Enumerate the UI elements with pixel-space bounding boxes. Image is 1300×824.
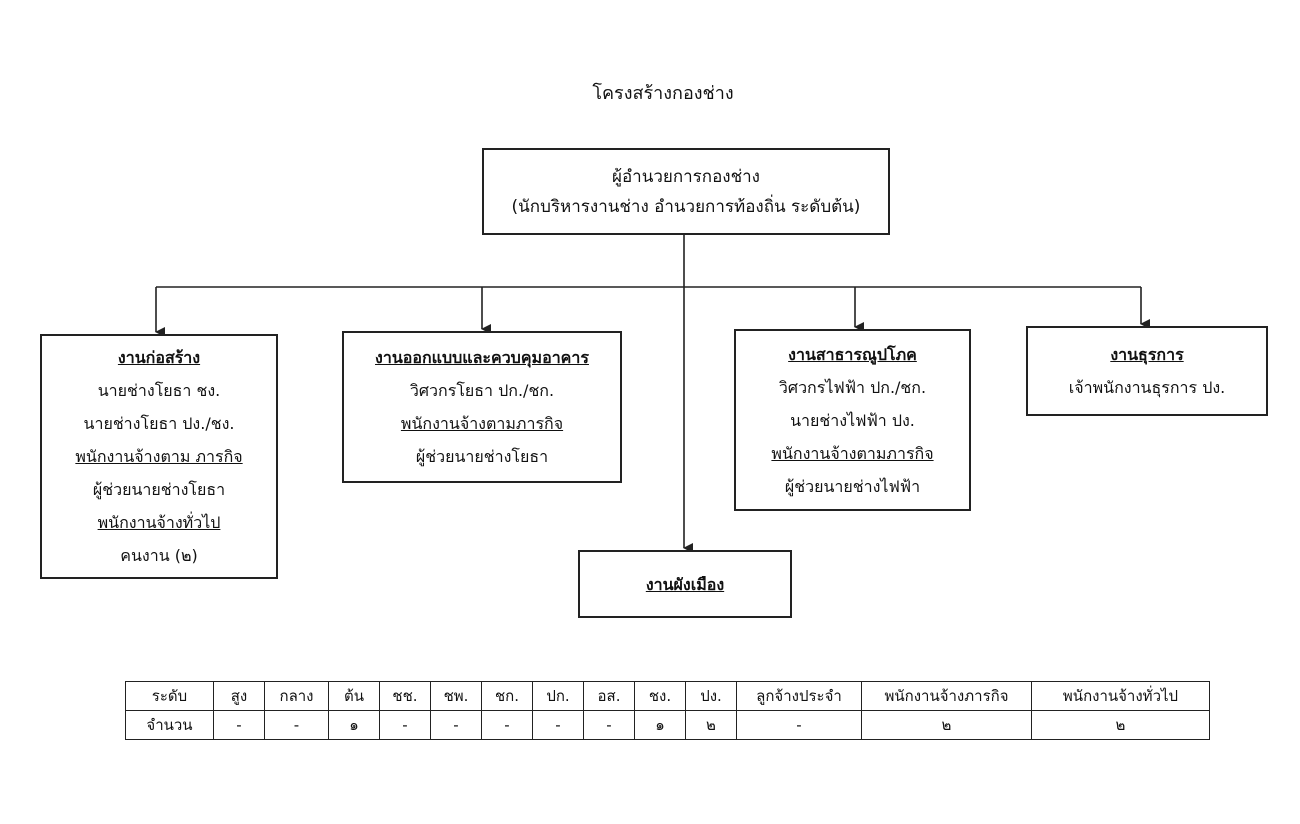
header-cell: กลาง: [264, 681, 329, 711]
director-title: ผู้อำนวยการกองช่าง: [611, 166, 760, 187]
value-cell: ๒: [685, 710, 737, 740]
construction-line: คนงาน (๒): [120, 546, 198, 565]
utilities-line: ผู้ช่วยนายช่างไฟฟ้า: [784, 476, 921, 496]
row-label: จำนวน: [125, 710, 214, 740]
table-row-level: ระดับ สูง กลาง ต้น ชช. ชพ. ชก. ปก. อส. ช…: [125, 681, 1210, 711]
value-cell: -: [430, 710, 482, 740]
header-cell: อส.: [583, 681, 635, 711]
planning-box: งานผังเมือง: [578, 550, 792, 618]
position-level-table: ระดับ สูง กลาง ต้น ชช. ชพ. ชก. ปก. อส. ช…: [125, 681, 1210, 740]
header-cell: ชง.: [634, 681, 686, 711]
header-cell: ปก.: [532, 681, 584, 711]
construction-line: ผู้ช่วยนายช่างโยธา: [92, 480, 226, 499]
admin-line: เจ้าพนักงานธุรการ ปง.: [1068, 378, 1226, 397]
admin-box: งานธุรการ เจ้าพนักงานธุรการ ปง.: [1026, 326, 1268, 416]
table-row-count: จำนวน - - ๑ - - - - - ๑ ๒ - ๒ ๒: [125, 710, 1210, 740]
value-cell: -: [583, 710, 635, 740]
construction-subheading: พนักงานจ้างทั่วไป: [97, 513, 221, 532]
design-line: ผู้ช่วยนายช่างโยธา: [415, 447, 549, 466]
utilities-subheading: พนักงานจ้างตามภารกิจ: [771, 443, 934, 463]
construction-heading: งานก่อสร้าง: [117, 348, 201, 367]
value-cell: -: [213, 710, 265, 740]
header-cell: ชก.: [481, 681, 533, 711]
header-cell: ต้น: [328, 681, 380, 711]
design-box: งานออกแบบและควบคุมอาคาร วิศวกรโยธา ปก./ช…: [342, 331, 622, 483]
director-subtitle: (นักบริหารงานช่าง อำนวยการท้องถิ่น ระดับ…: [511, 196, 861, 217]
design-line: วิศวกรโยธา ปก./ชก.: [409, 381, 555, 400]
planning-heading: งานผังเมือง: [645, 574, 725, 594]
construction-subheading: พนักงานจ้างตาม ภารกิจ: [75, 447, 243, 466]
utilities-line: นายช่างไฟฟ้า ปง.: [790, 410, 915, 430]
value-cell: ๑: [634, 710, 686, 740]
construction-box: งานก่อสร้าง นายช่างโยธา ชง. นายช่างโยธา …: [40, 334, 278, 579]
row-label: ระดับ: [125, 681, 214, 711]
design-subheading: พนักงานจ้างตามภารกิจ: [400, 414, 564, 433]
value-cell: -: [736, 710, 862, 740]
header-cell: ชช.: [379, 681, 431, 711]
page-title: โครงสร้างกองช่าง: [592, 83, 734, 104]
value-cell: -: [264, 710, 329, 740]
header-cell: ลูกจ้างประจำ: [736, 681, 862, 711]
admin-heading: งานธุรการ: [1110, 345, 1184, 364]
value-cell: -: [532, 710, 584, 740]
header-cell: ชพ.: [430, 681, 482, 711]
construction-line: นายช่างโยธา ชง.: [97, 381, 221, 400]
header-cell: พนักงานจ้างทั่วไป: [1031, 681, 1210, 711]
value-cell: -: [481, 710, 533, 740]
utilities-box: งานสาธารณูปโภค วิศวกรไฟฟ้า ปก./ชก. นายช่…: [734, 329, 971, 511]
value-cell: -: [379, 710, 431, 740]
design-heading: งานออกแบบและควบคุมอาคาร: [375, 348, 589, 367]
value-cell: ๒: [1031, 710, 1210, 740]
construction-line: นายช่างโยธา ปง./ชง.: [83, 414, 235, 433]
value-cell: ๑: [328, 710, 380, 740]
value-cell: ๒: [861, 710, 1032, 740]
utilities-line: วิศวกรไฟฟ้า ปก./ชก.: [778, 377, 927, 397]
utilities-heading: งานสาธารณูปโภค: [788, 344, 917, 364]
header-cell: พนักงานจ้างภารกิจ: [861, 681, 1032, 711]
header-cell: ปง.: [685, 681, 737, 711]
director-box: ผู้อำนวยการกองช่าง (นักบริหารงานช่าง อำน…: [482, 148, 890, 235]
header-cell: สูง: [213, 681, 265, 711]
